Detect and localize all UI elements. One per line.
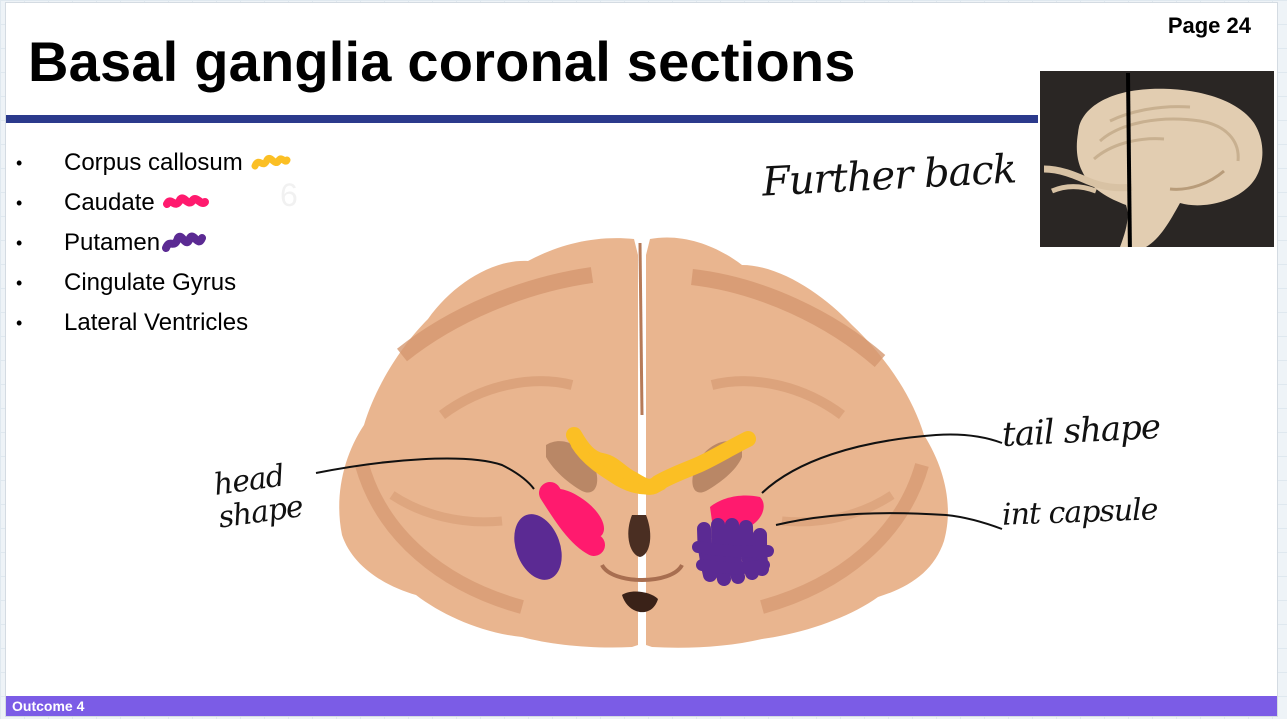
pink-scribble-icon — [162, 194, 209, 208]
bullet-item-caudate: • Caudate — [16, 183, 291, 223]
bullet-label: Cingulate Gyrus — [64, 269, 237, 296]
bullet-item-lateral-ventricles: • Lateral Ventricles — [16, 303, 291, 343]
faint-number: 6 — [280, 177, 298, 213]
bullet-label: Corpus callosum — [64, 149, 243, 176]
footer-bar: Outcome 4 — [6, 696, 1277, 716]
bullet-dot: • — [16, 192, 23, 213]
title-underline-bar — [6, 115, 1038, 123]
slide-title: Basal ganglia coronal sections — [28, 30, 856, 93]
brain-sagittal-photo-icon — [1040, 71, 1274, 247]
brain-coronal-section-icon — [339, 237, 948, 648]
bullet-label: Putamen — [64, 229, 161, 256]
handwritten-int-capsule: int capsule — [1001, 492, 1159, 533]
handwritten-head-shape: head shape — [212, 457, 305, 535]
purple-scribble-icon — [162, 232, 207, 252]
bullet-dot: • — [16, 232, 23, 253]
slide: Page 24 Basal ganglia coronal sections •… — [6, 3, 1277, 716]
annotation-leader-lines — [315, 433, 1003, 530]
bullet-dot: • — [16, 312, 23, 333]
bullet-list: • Corpus callosum • Caudate • Putamen • … — [16, 143, 291, 343]
bullet-item-cingulate-gyrus: • Cingulate Gyrus — [16, 263, 291, 303]
bullet-dot: • — [16, 272, 23, 293]
footer-outcome-label: Outcome 4 — [12, 698, 85, 714]
bullet-item-putamen: • Putamen — [16, 223, 291, 263]
bullet-label: Lateral Ventricles — [64, 309, 249, 336]
bullet-label: Caudate — [64, 189, 155, 216]
page-number: Page 24 — [1167, 13, 1251, 38]
handwritten-tail-shape: tail shape — [1001, 406, 1161, 456]
bullet-dot: • — [16, 152, 23, 173]
bullet-item-corpus-callosum: • Corpus callosum — [16, 143, 291, 183]
yellow-scribble-icon — [251, 155, 291, 170]
